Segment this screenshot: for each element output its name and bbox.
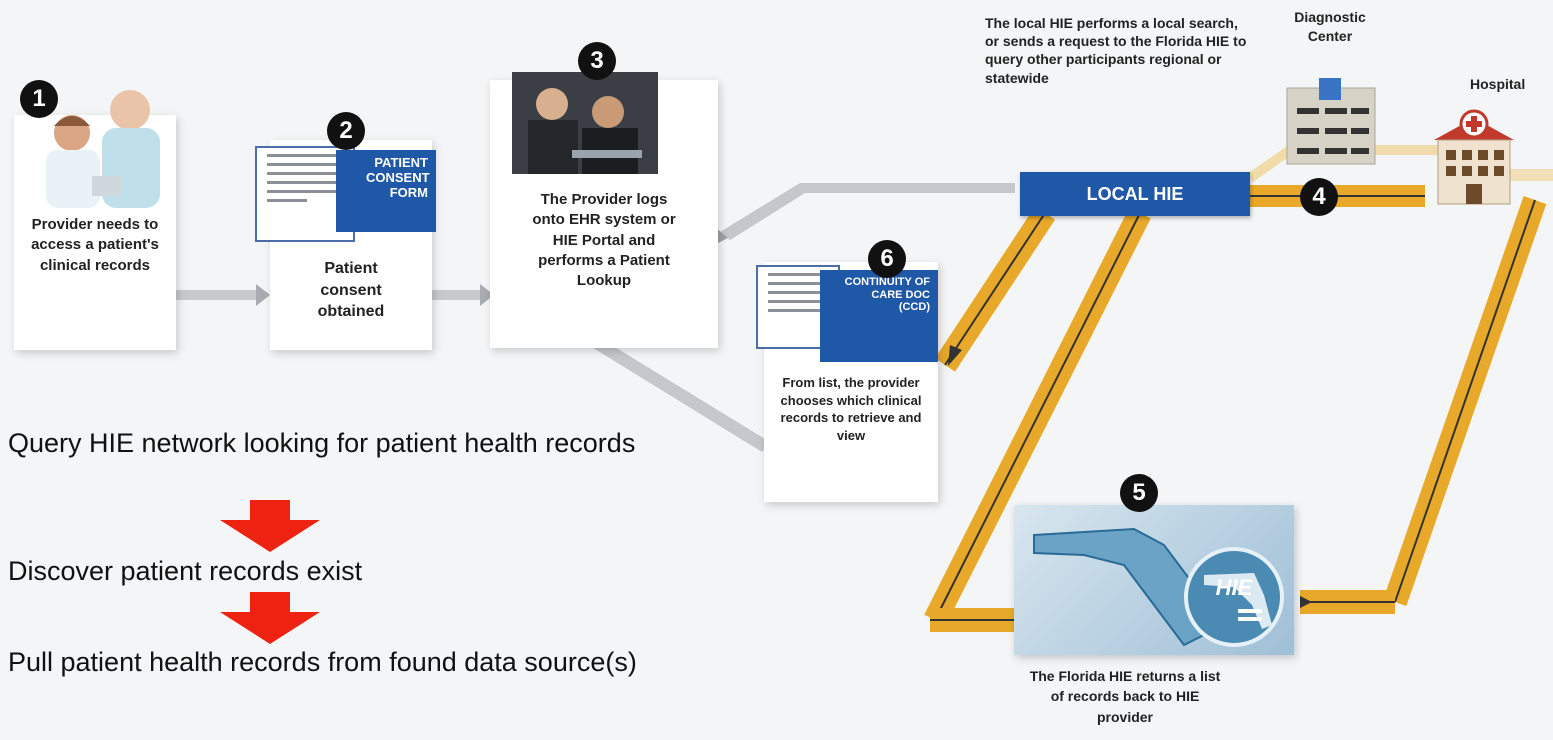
step-1-text: Provider needs to access a patient's cli… <box>31 216 159 274</box>
process-step-query: Query HIE network looking for patient he… <box>8 428 636 458</box>
gray-arrow-1-2 <box>176 284 270 306</box>
step-4-badge: 4 <box>1300 178 1338 216</box>
local-hie-description: The local HIE performs a local search, o… <box>985 15 1247 86</box>
red-down-arrow-icon <box>220 592 320 644</box>
step-5-text: The Florida HIE returns a list of record… <box>1029 668 1221 725</box>
process-step-discover: Discover patient records exist <box>8 556 363 586</box>
local-hie-box: LOCAL HIE <box>1020 172 1250 216</box>
meeting-photo <box>512 72 658 174</box>
step-1-badge: 1 <box>20 80 58 118</box>
florida-hie-logo-text: HIE <box>1215 575 1253 600</box>
gray-arrow-3-to-6 <box>590 338 770 452</box>
process-step-pull: Pull patient health records from found d… <box>8 647 637 677</box>
ccd-label: CONTINUITY OF CARE DOC (CCD) <box>820 270 938 362</box>
step-5-badge: 5 <box>1120 474 1158 512</box>
hospital-label: Hospital <box>1470 76 1526 92</box>
step-2-badge: 2 <box>327 112 365 150</box>
diagnostic-center-icon <box>1283 78 1383 173</box>
florida-map-icon: HIE <box>1014 505 1294 655</box>
step-6-badge: 6 <box>868 240 906 278</box>
consent-form-label: PATIENT CONSENT FORM <box>336 150 436 232</box>
step-2-text: Patient consent obtained <box>317 260 385 321</box>
diagnostic-center-label: Diagnostic Center <box>1294 9 1366 44</box>
gray-arrow-2-3 <box>430 284 494 306</box>
step-3-badge: 3 <box>578 42 616 80</box>
step-6-text: From list, the provider chooses which cl… <box>780 375 922 443</box>
gray-arrow-hie-to-3 <box>712 183 1015 246</box>
step-3-text: The Provider logs onto EHR system or HIE… <box>532 191 676 289</box>
doctor-photo <box>20 78 170 208</box>
pipe-arrowhead-5 <box>1300 596 1312 608</box>
pipe-arrowhead-6 <box>948 345 962 366</box>
hospital-icon <box>1428 104 1520 211</box>
red-down-arrow-icon <box>220 500 320 552</box>
